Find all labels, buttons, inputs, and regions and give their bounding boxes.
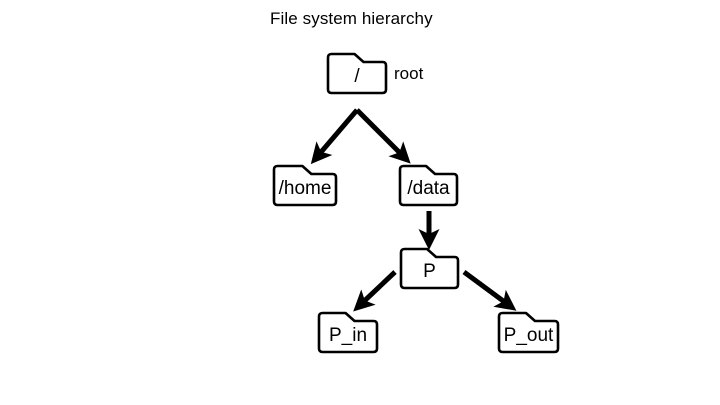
folder-icon	[272, 164, 338, 207]
folder-node-p[interactable]: P	[399, 247, 460, 290]
folder-node-p_out[interactable]: P_out	[497, 311, 560, 354]
folder-node-data[interactable]: /data	[398, 164, 459, 207]
folder-icon	[398, 164, 459, 207]
edge-p-to-p_in	[353, 270, 397, 312]
folder-icon	[317, 311, 379, 354]
folder-icon	[399, 247, 460, 290]
folder-node-p_in[interactable]: P_in	[317, 311, 379, 354]
side-label-root: root	[394, 63, 424, 83]
diagram-title: File system hierarchy	[270, 9, 433, 28]
edge-root-to-home	[310, 108, 359, 165]
folder-icon	[497, 311, 560, 354]
folder-node-root[interactable]: /	[326, 52, 388, 95]
edge-p-to-p_out	[462, 269, 517, 311]
folder-icon	[326, 52, 388, 95]
edge-root-to-data	[355, 108, 411, 164]
folder-node-home[interactable]: /home	[272, 164, 338, 207]
